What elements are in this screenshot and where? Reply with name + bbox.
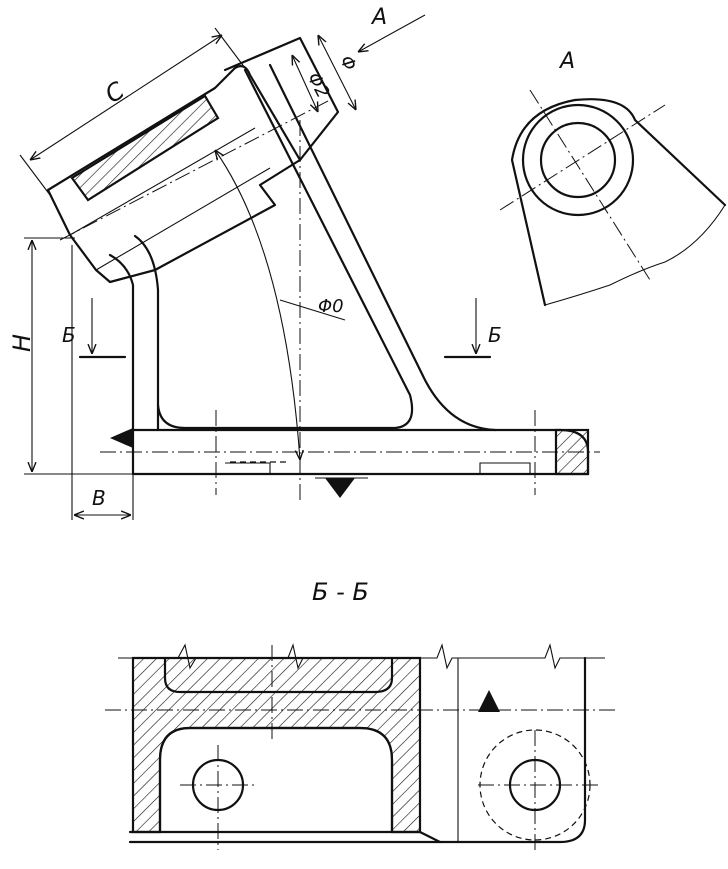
cut-right-label: Б [488, 323, 502, 347]
section-b-b: Б - Б [105, 578, 615, 850]
left-wall [108, 234, 160, 432]
surface-marker-bottom [325, 478, 355, 498]
cut-left-label: Б [62, 323, 76, 347]
dim-h-label: H [8, 334, 36, 352]
dim-phi2-line [292, 55, 318, 112]
base-foot-left [225, 462, 271, 474]
base-foot-right [479, 462, 531, 474]
view-a-outline [510, 98, 727, 307]
dim-b-label: B [92, 486, 106, 510]
view-a-inner-circle [539, 121, 617, 199]
dim-c-ext1 [19, 154, 51, 196]
angle-phi0-arc [215, 150, 300, 460]
view-a-axis-2 [499, 104, 666, 211]
phi0-leader [279, 299, 346, 321]
sloping-rib [268, 63, 497, 432]
inclined-boss [46, 36, 340, 284]
dim-c-label: C [100, 76, 129, 109]
main-view: C Φ2 Φ A Φ0 H B Б Б [8, 5, 600, 520]
view-a: A [499, 49, 727, 307]
dim-phi-line [318, 35, 356, 110]
view-a-arrow-label: A [370, 5, 387, 30]
view-a-outer-circle [521, 103, 635, 217]
section-left-body [131, 656, 422, 834]
dim-c-ext2 [214, 27, 246, 69]
view-a-axis-1 [529, 89, 651, 281]
angle-phi0-label: Φ0 [318, 296, 344, 317]
boss-outline [46, 65, 302, 284]
section-upper-slot [163, 656, 394, 694]
section-bottom-plate [128, 656, 587, 844]
dim-c-line [30, 35, 222, 160]
boss-hatch [70, 94, 220, 202]
section-title: Б - Б [312, 578, 369, 606]
surface-marker-left [110, 428, 133, 448]
dim-phi2-label: Φ2 [303, 69, 334, 101]
dim-phi-label: Φ [335, 52, 360, 74]
view-a-title: A [558, 49, 575, 74]
section-lower-cavity [158, 726, 394, 834]
section-surface-marker [478, 690, 500, 712]
inner-web [156, 68, 414, 430]
view-a-break [544, 204, 726, 306]
view-a-arrow [358, 14, 426, 52]
